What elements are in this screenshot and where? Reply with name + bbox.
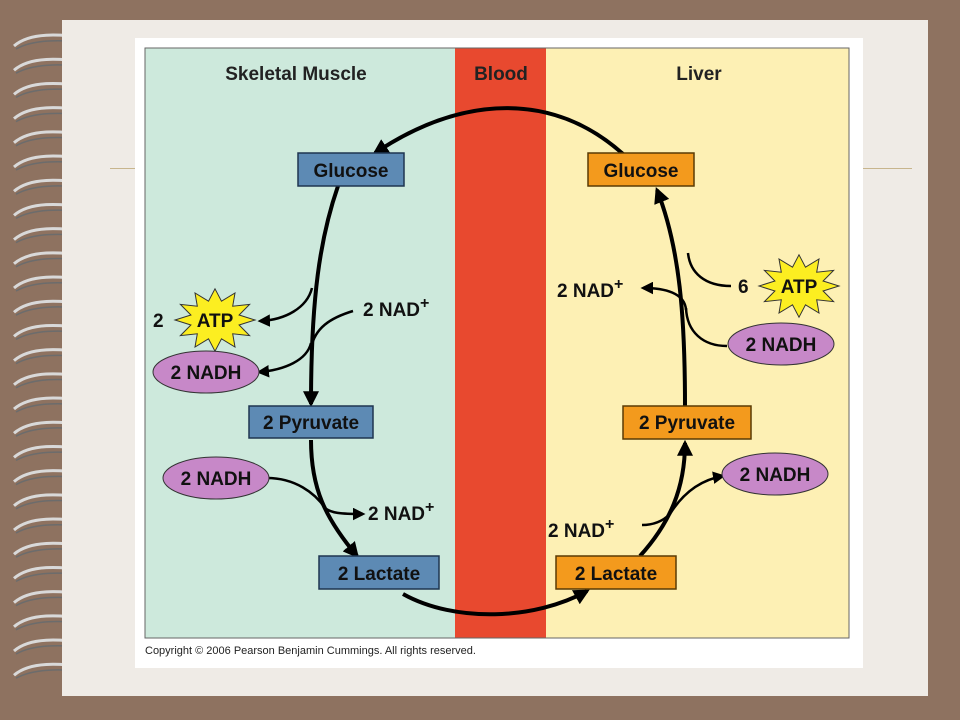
muscle-lactate-box: 2 Lactate <box>318 555 440 590</box>
muscle-atp-output-arrow <box>257 287 314 327</box>
liver-pyruvate-label: 2 Pyruvate <box>639 413 735 434</box>
liver-glucose-label: Glucose <box>604 161 679 182</box>
muscle-glucose-box: Glucose <box>297 152 405 187</box>
liver-nad-output-arrow <box>640 281 688 311</box>
muscle-lactate-label: 2 Lactate <box>338 564 420 585</box>
muscle-nadh-top-oval: 2 NADH <box>152 350 260 394</box>
muscle-atp-count: 2 <box>153 311 164 332</box>
muscle-nadh-input-arrow <box>266 476 327 509</box>
muscle-nad-bottom-label: 2 NAD+ <box>368 499 434 525</box>
liver-lactate-to-pyruvate-arrow <box>638 439 693 558</box>
notebook-rule-line <box>862 168 912 169</box>
liver-nad-bottom-superscript: + <box>605 516 614 533</box>
liver-glucose-box: Glucose <box>587 152 695 187</box>
muscle-nad-label: 2 NAD+ <box>363 295 429 321</box>
liver-nad-top-label: 2 NAD+ <box>557 276 623 302</box>
liver-nadh-top-oval: 2 NADH <box>727 322 835 366</box>
muscle-nad-bottom-superscript: + <box>425 499 434 516</box>
muscle-pyruvate-label: 2 Pyruvate <box>263 413 359 434</box>
muscle-glycolysis-arrow <box>303 185 340 408</box>
blood-region <box>455 48 546 638</box>
figure-frame <box>144 47 850 639</box>
liver-nad-input-arrow <box>641 513 671 527</box>
liver-atp-star: ATP <box>757 253 841 319</box>
lactate-transport-arrow <box>402 589 590 617</box>
notebook-rule-line <box>110 168 136 169</box>
muscle-atp-label: ATP <box>197 311 234 332</box>
liver-atp-count: 6 <box>738 277 749 298</box>
muscle-nad-output-arrow <box>324 506 366 521</box>
liver-nad-top-superscript: + <box>614 276 623 293</box>
cori-cycle-figure: Skeletal Muscle Blood Liver Glucose 2 Py… <box>135 38 863 668</box>
muscle-nad-superscript: + <box>420 295 429 312</box>
glucose-transport-arrow <box>372 106 625 156</box>
muscle-glucose-label: Glucose <box>314 161 389 182</box>
muscle-pyruvate-to-lactate-arrow <box>309 439 360 559</box>
muscle-nadh-bottom-oval: 2 NADH <box>162 456 270 500</box>
liver-atp-label: ATP <box>781 277 818 298</box>
liver-label: Liver <box>676 64 722 85</box>
muscle-nadh-top-label: 2 NADH <box>171 363 242 384</box>
muscle-nad-input-arrow <box>309 309 354 349</box>
liver-nadh-input-arrow <box>684 307 728 348</box>
skeletal-muscle-label: Skeletal Muscle <box>225 64 367 85</box>
cori-cycle-diagram: Skeletal Muscle Blood Liver Glucose 2 Py… <box>144 47 850 657</box>
blood-label: Blood <box>474 64 528 85</box>
liver-nadh-output-arrow <box>668 471 726 515</box>
liver-lactate-label: 2 Lactate <box>575 564 657 585</box>
muscle-nadh-output-arrow <box>256 342 313 378</box>
liver-lactate-box: 2 Lactate <box>555 555 677 590</box>
liver-nadh-top-label: 2 NADH <box>746 335 817 356</box>
copyright-notice: Copyright © 2006 Pearson Benjamin Cummin… <box>145 645 476 657</box>
muscle-pyruvate-box: 2 Pyruvate <box>248 405 374 439</box>
skeletal-muscle-region <box>145 48 455 638</box>
liver-atp-input-arrow <box>686 252 732 288</box>
liver-nadh-bottom-oval: 2 NADH <box>721 452 829 496</box>
liver-pyruvate-box: 2 Pyruvate <box>622 405 752 440</box>
liver-nadh-bottom-label: 2 NADH <box>740 465 811 486</box>
muscle-nadh-bottom-label: 2 NADH <box>181 469 252 490</box>
liver-nad-bottom-label: 2 NAD+ <box>548 516 614 542</box>
liver-gluconeogenesis-arrow <box>654 187 687 407</box>
